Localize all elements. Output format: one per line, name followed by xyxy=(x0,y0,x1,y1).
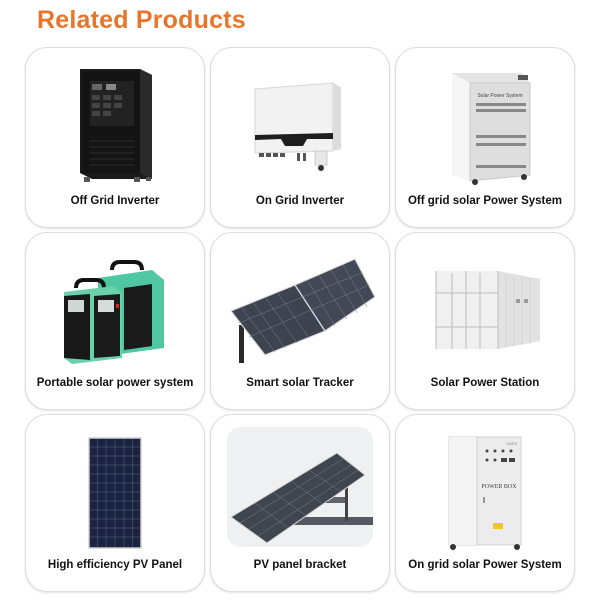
product-card-high-efficiency-pv-panel[interactable]: High efficiency PV Panel xyxy=(25,414,205,592)
container-station-icon xyxy=(396,243,574,378)
svg-text:Solar Power System: Solar Power System xyxy=(477,93,522,99)
product-grid: Off Grid Inverter On Grid Inverter Solar… xyxy=(25,47,575,592)
product-card-pv-panel-bracket[interactable]: PV panel bracket xyxy=(210,414,390,592)
product-card-smart-solar-tracker[interactable]: Smart solar Tracker xyxy=(210,232,390,410)
portable-power-units-icon xyxy=(26,243,204,378)
product-label: Off Grid Inverter xyxy=(70,195,160,207)
product-card-portable-solar-power-system[interactable]: Portable solar power system xyxy=(25,232,205,410)
on-grid-inverter-icon xyxy=(211,58,389,193)
svg-text:POWER BOX: POWER BOX xyxy=(481,484,517,490)
product-label: PV panel bracket xyxy=(253,559,347,571)
solar-tracker-icon xyxy=(211,243,389,378)
product-card-on-grid-inverter[interactable]: On Grid Inverter xyxy=(210,47,390,228)
svg-text:CDFX: CDFX xyxy=(506,441,517,446)
product-label: Portable solar power system xyxy=(36,377,194,389)
product-label: On Grid Inverter xyxy=(255,195,345,207)
product-card-on-grid-solar-power-system[interactable]: CDFX POWER BOX On grid solar Power Syste… xyxy=(395,414,575,592)
product-card-off-grid-solar-power-system[interactable]: Solar Power System Off grid solar Power … xyxy=(395,47,575,228)
power-box-cabinet-icon: CDFX POWER BOX xyxy=(396,425,574,560)
panel-bracket-icon xyxy=(211,423,389,551)
page-title: Related Products xyxy=(37,6,246,34)
off-grid-inverter-cabinet-icon xyxy=(26,58,204,193)
product-label: On grid solar Power System xyxy=(408,559,562,571)
product-card-off-grid-inverter[interactable]: Off Grid Inverter xyxy=(25,47,205,228)
product-card-solar-power-station[interactable]: Solar Power Station xyxy=(395,232,575,410)
power-system-cabinet-icon: Solar Power System xyxy=(396,58,574,193)
product-label: High efficiency PV Panel xyxy=(47,559,183,571)
product-label: Off grid solar Power System xyxy=(407,195,562,207)
product-label: Solar Power Station xyxy=(430,377,540,389)
product-label: Smart solar Tracker xyxy=(246,377,354,389)
pv-panel-icon xyxy=(26,425,204,560)
